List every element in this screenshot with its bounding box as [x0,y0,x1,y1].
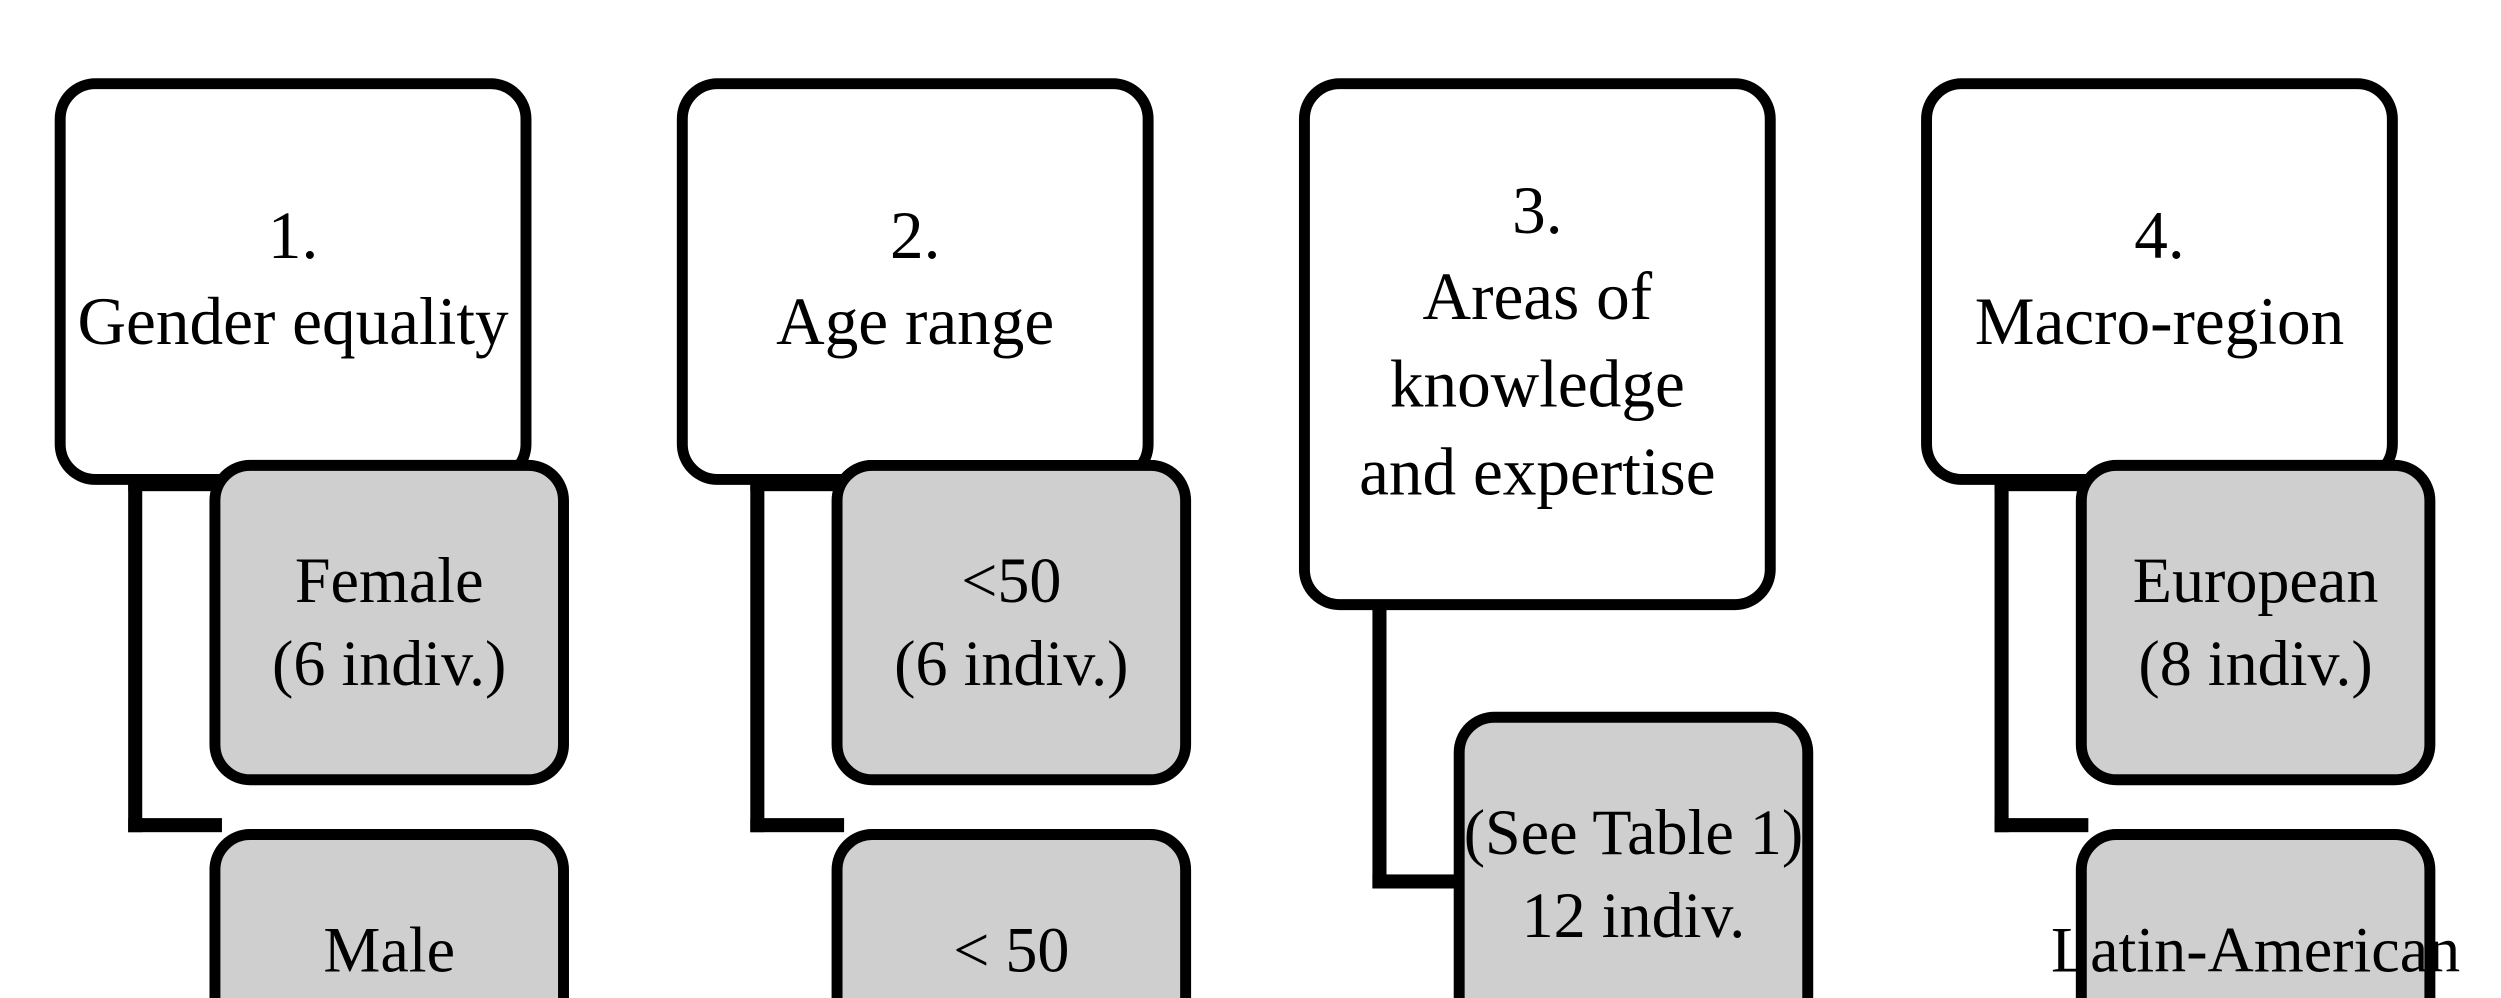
node-count: (8 indiv.) [2138,627,2373,700]
node-count: (6 indiv.) [272,992,506,998]
node-count: (6 indiv.) [894,627,1129,700]
node-label: Female [294,543,484,616]
node-number: 3. [1512,175,1563,250]
node-title-line-2: knowledge [1389,348,1685,423]
node-number: 4. [2134,200,2185,275]
node-label: European [2132,543,2379,616]
node-count: (4 indiv.) [2138,992,2372,998]
node-gender-equality[interactable]: 1. Gender equality [54,78,532,485]
node-count: 12 indiv. [1521,879,1746,952]
node-areas-of-knowledge[interactable]: 3. Areas of knowledge and expertise [1298,78,1776,611]
connector-trunk-gender-equality [128,469,143,833]
node-label: < 50 [953,913,1070,986]
node-title-line-3: and expertise [1359,436,1716,510]
node-macro-region[interactable]: 4. Macro-region [1921,78,2398,485]
node-european[interactable]: European (8 indiv.) [2075,459,2436,786]
connector-branch-latin-american [1994,818,2089,833]
connector-branch-age-b [750,818,845,833]
node-count: (6 indiv.) [894,992,1128,998]
node-number: 1. [267,200,319,275]
node-latin-american[interactable]: Latin-American (4 indiv.) [2051,829,2460,998]
node-see-table-1[interactable]: (See Table 1) 12 indiv. [1453,711,1814,998]
connector-branch-see-table-1 [1372,874,1467,889]
node-age-under-50-a[interactable]: <50 (6 indiv.) [831,459,1192,786]
node-female[interactable]: Female (6 indiv.) [209,459,569,786]
node-count: (6 indiv.) [272,627,507,700]
connector-trunk-age-range [750,469,765,833]
node-title-line-1: Areas of [1422,261,1653,335]
connector-trunk-macro-region [1994,469,2009,833]
connector-branch-male [128,818,222,833]
node-age-range[interactable]: 2. Age range [676,78,1154,485]
node-age-under-50-b[interactable]: < 50 (6 indiv.) [831,829,1192,998]
node-label: Latin-American [2050,913,2461,986]
node-number: 2. [890,200,941,275]
node-label: (See Table 1) [1463,795,1804,868]
node-title: Gender equality [77,286,509,360]
node-title: Age range [776,286,1055,360]
node-title: Macro-region [1974,286,2345,360]
node-male[interactable]: Male (6 indiv.) [209,829,569,998]
connector-trunk-areas-of-knowledge [1372,594,1387,889]
node-label: Male [323,913,456,986]
node-label: <50 [961,543,1062,616]
